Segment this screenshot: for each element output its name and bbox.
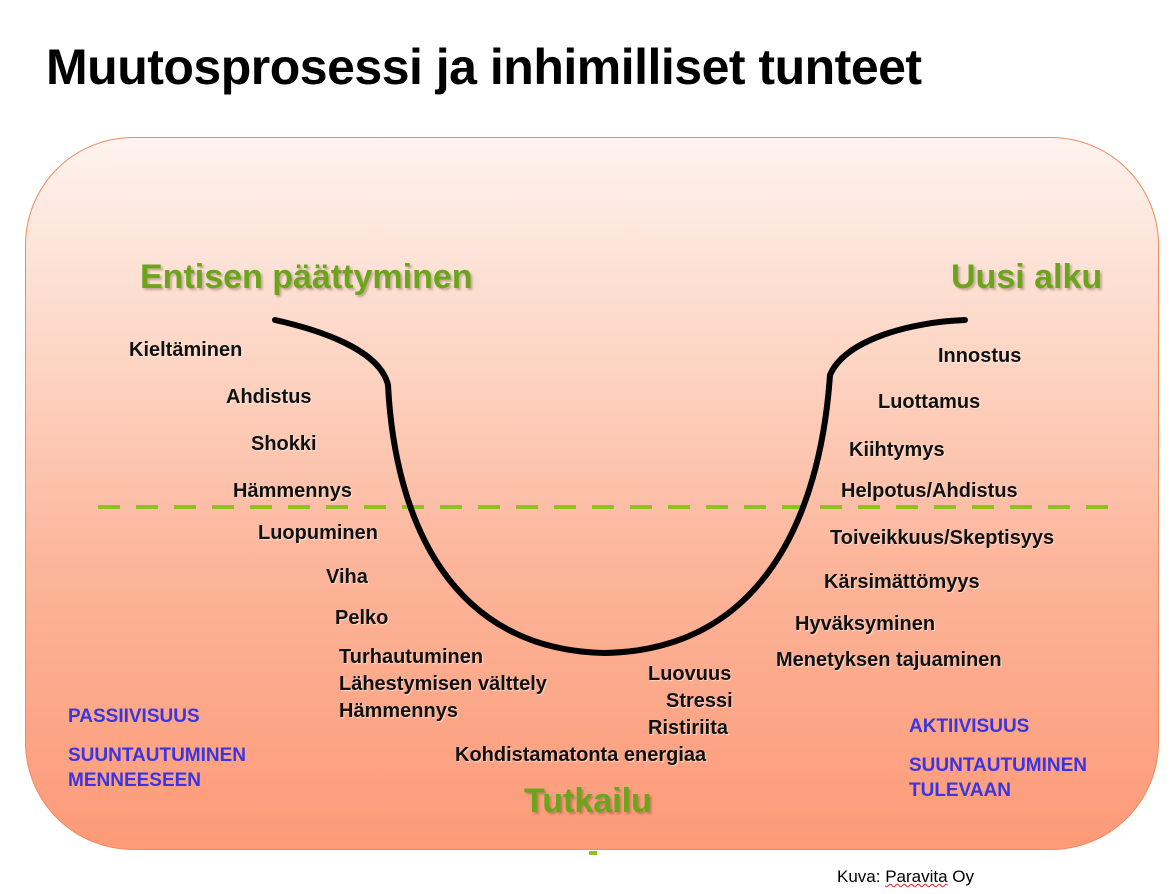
corner-right-future: TULEVAAN [909, 780, 1012, 801]
diagram-panel [25, 137, 1159, 850]
label-toiveikkuus-skeptisyys: Toiveikkuus/Skeptisyys [830, 527, 1055, 549]
image-credit: Kuva: Paravita Oy [837, 867, 974, 887]
label-ristiriita: Ristiriita [648, 717, 729, 739]
corner-left-past: MENNEESEEN [68, 770, 202, 791]
label-hammennys-top: Hämmennys [233, 480, 352, 502]
corner-left-passivity: PASSIIVISUUS [68, 706, 200, 727]
corner-right-orientation: SUUNTAUTUMINEN [909, 755, 1088, 776]
corner-right-activity: AKTIIVISUUS [909, 716, 1030, 737]
label-innostus: Innostus [938, 345, 1022, 367]
label-pelko: Pelko [335, 607, 389, 629]
label-luottamus: Luottamus [878, 391, 981, 413]
label-shokki: Shokki [251, 433, 317, 455]
credit-prefix: Kuva: [837, 867, 886, 886]
label-stressi: Stressi [666, 690, 733, 712]
credit-suffix: Oy [947, 867, 975, 886]
label-kiihtymys: Kiihtymys [849, 439, 945, 461]
label-helpotus-ahdistus: Helpotus/Ahdistus [841, 480, 1018, 502]
corner-left-orientation: SUUNTAUTUMINEN [68, 745, 247, 766]
label-hyvaksyminen: Hyväksyminen [795, 613, 936, 635]
label-turhautuminen: Turhautuminen [339, 646, 484, 668]
u-curve [272, 317, 968, 657]
heading-exploration: Tutkailu [524, 782, 652, 820]
label-hammennys-bottom: Hämmennys [339, 700, 458, 722]
credit-name: Paravita [885, 867, 948, 886]
heading-new-beginning: Uusi alku [951, 258, 1103, 296]
label-luopuminen: Luopuminen [258, 522, 378, 544]
heading-ending: Entisen päättyminen [140, 258, 473, 296]
label-viha: Viha [326, 566, 368, 588]
label-luovuus: Luovuus [648, 663, 732, 685]
label-kieltaminen: Kieltäminen [129, 339, 243, 361]
panel-marker [589, 851, 597, 855]
slide-title: Muutosprosessi ja inhimilliset tunteet [46, 39, 922, 95]
label-kohdistamatonta-energiaa: Kohdistamatonta energiaa [455, 744, 707, 766]
label-ahdistus: Ahdistus [226, 386, 312, 408]
label-lahestymisen-valttely: Lähestymisen välttely [339, 673, 547, 695]
label-menetyksen-tajuaminen: Menetyksen tajuaminen [776, 649, 1002, 671]
label-karsimattomyys: Kärsimättömyys [824, 571, 980, 593]
